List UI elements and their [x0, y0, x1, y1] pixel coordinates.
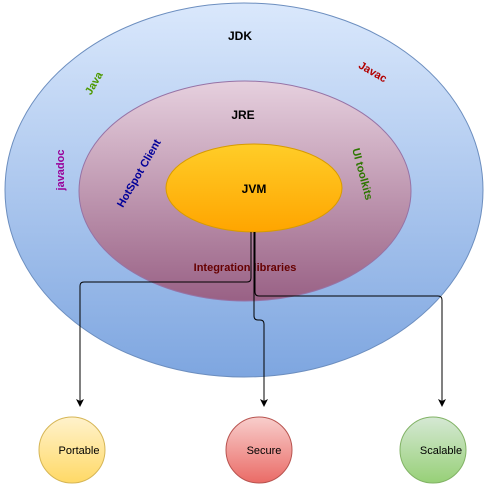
scalable-label: Scalable [420, 445, 462, 457]
jdk-label: JDK [228, 29, 252, 43]
secure-circle [225, 416, 293, 484]
secure-node: Secure [225, 416, 293, 484]
javadoc-label: javadoc [55, 150, 67, 192]
scalable-circle [399, 416, 467, 484]
secure-label: Secure [247, 445, 282, 457]
portable-circle [38, 416, 106, 484]
scalable-node: Scalable [399, 416, 467, 484]
integration-libraries-label: Integration libraries [194, 262, 297, 274]
portable-node: Portable [38, 416, 106, 484]
jvm-label: JVM [242, 182, 267, 196]
connector-portable [76, 232, 252, 407]
portable-label: Portable [59, 445, 100, 457]
connector-scalable [254, 232, 446, 407]
jre-label: JRE [231, 108, 254, 122]
connector-secure [253, 232, 268, 407]
